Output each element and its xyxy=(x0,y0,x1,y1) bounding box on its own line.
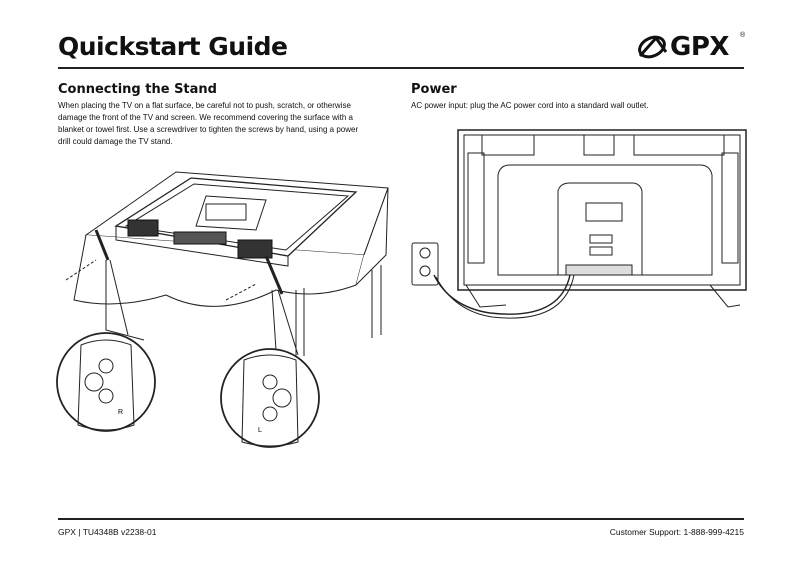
gpx-logo: GPX ® xyxy=(636,30,748,64)
header-rule xyxy=(58,67,744,69)
stand-line-2: damage the front of the TV and screen. W… xyxy=(58,113,353,122)
page-title: Quickstart Guide xyxy=(58,32,288,61)
power-illustration xyxy=(411,129,747,319)
right-bracket-detail xyxy=(56,332,156,432)
stand-heading: Connecting the Stand xyxy=(58,82,217,97)
table-cloth-side xyxy=(355,187,389,286)
gpx-logo-icon xyxy=(638,35,668,59)
bracket-right-label: R xyxy=(118,409,123,416)
stand-instructions: When placing the TV on a flat surface, b… xyxy=(58,100,398,148)
stand-illustration: R L xyxy=(56,171,389,448)
power-instructions: AC power input: plug the AC power cord i… xyxy=(411,101,649,110)
power-heading: Power xyxy=(411,82,457,97)
stand-line-3: blanket or towel first. Use a screwdrive… xyxy=(58,125,359,134)
logo-text: GPX xyxy=(670,32,729,62)
footer-rule xyxy=(58,518,744,520)
stand-line-4: drill could damage the TV stand. xyxy=(58,137,173,146)
tv-back xyxy=(114,177,358,257)
left-bracket-detail xyxy=(220,348,320,448)
wall-outlet xyxy=(411,242,439,286)
bracket-left-label: L xyxy=(258,427,262,434)
connector-panel xyxy=(557,182,643,276)
stand-line-1: When placing the TV on a flat surface, b… xyxy=(58,101,351,110)
logo-registered-mark: ® xyxy=(740,32,746,39)
footer-model: GPX | TU4348B v2238-01 xyxy=(58,527,157,537)
footer-support: Customer Support: 1-888-999-4215 xyxy=(609,527,744,537)
